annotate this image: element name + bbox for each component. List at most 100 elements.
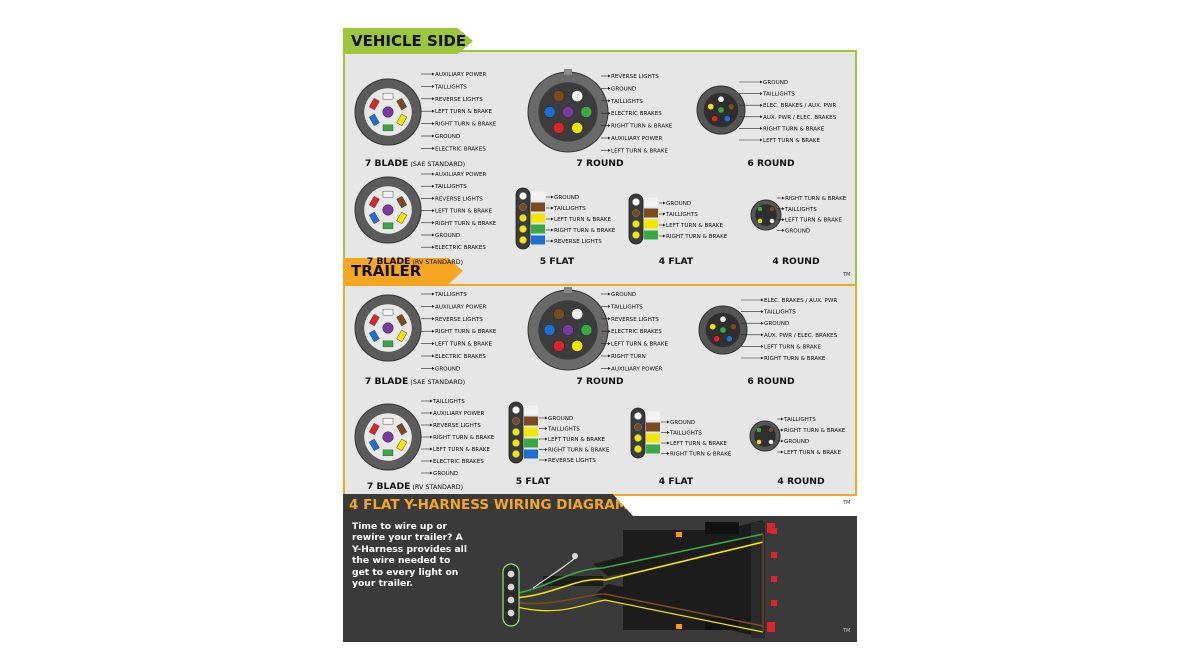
trailer-round7-pin-2	[571, 340, 584, 352]
trailer-round6-title: 6 ROUND	[747, 376, 795, 387]
vehicle-flat4-pin-1	[632, 209, 640, 217]
vehicle-round6-label-3: AUX. PWR / ELEC. BRAKES	[763, 115, 837, 121]
vehicle-round7-label-3: ELECTRIC BRAKES	[611, 111, 662, 117]
trailer-side-header: TRAILER SIDE	[343, 258, 463, 284]
vehicle-blade-rv-arrow-1	[432, 184, 435, 188]
trademark-trailer: TM	[843, 500, 851, 506]
vehicle-round6-arrow-1	[760, 92, 763, 96]
trailer-round4-title: 4 ROUND	[777, 476, 825, 487]
trailer-tongue	[543, 576, 603, 586]
trailer-blade-rv-label-1: AUXILIARY POWER	[433, 411, 485, 417]
vehicle-round4-arrow-3	[782, 228, 785, 232]
vehicle-blade-rv-label-0: AUXILIARY POWER	[435, 172, 487, 178]
vehicle-blade-sae-label-3: LEFT TURN & BRAKE	[435, 109, 492, 115]
trailer-flat4-arrow-0	[667, 420, 670, 424]
trailer-round6-arrow-5	[761, 356, 764, 360]
harness-plug-pin-0	[507, 570, 515, 578]
trailer-round7-pin-5	[552, 308, 565, 320]
vehicle-blade-sae-arrow-1	[432, 84, 435, 88]
vehicle-flat4-wire-0	[644, 197, 658, 207]
trailer-flat5-wire-0	[524, 405, 538, 415]
vehicle-blade-rv-label-6: ELECTRIC BRAKES	[435, 245, 486, 251]
vehicle-round6-label-2: ELEC. BRAKES / AUX. PWR	[763, 103, 836, 109]
trailer-blade-rv-label-3: RIGHT TURN & BRAKE	[433, 435, 495, 441]
vehicle-flat5-wire-0	[531, 191, 545, 201]
harness-wire-yellow	[512, 541, 764, 599]
trailer-round6-label-1: TAILLIGHTS	[763, 310, 796, 316]
vehicle-blade-sae-label-0: AUXILIARY POWER	[435, 72, 487, 78]
trailer-flat5-title: 5 FLAT	[516, 476, 551, 487]
trailer-blade-rv-blade-3	[382, 449, 394, 457]
trailer-round6-label-3: AUX. PWR / ELEC. BRAKES	[764, 333, 838, 339]
vehicle-round7-label-1: GROUND	[611, 86, 636, 92]
trailer-round7-center-pin	[562, 324, 574, 336]
trailer-blade-sae-blade-0	[382, 308, 394, 316]
trailer-flat5-arrow-4	[545, 458, 548, 462]
vehicle-flat4-pin-2	[632, 220, 640, 228]
vehicle-blade-rv-arrow-4	[432, 221, 435, 225]
vehicle-flat5-pin-2	[519, 214, 527, 222]
vehicle-blade-rv-blade-4	[368, 211, 380, 225]
vehicle-blade-sae-blade-1	[396, 97, 408, 111]
vehicle-round7-pin-2	[571, 122, 584, 134]
vehicle-flat4-label-2: LEFT TURN & BRAKE	[666, 223, 723, 229]
trailer-flat4-pin-0	[634, 412, 642, 420]
vehicle-round6-center-pin	[717, 106, 725, 114]
trailer-round6-arrow-2	[761, 321, 764, 325]
harness-illustration	[502, 520, 777, 638]
side-light-3	[771, 600, 777, 606]
side-light-2	[771, 576, 777, 582]
vehicle-flat4-label-1: TAILLIGHTS	[665, 212, 698, 218]
vehicle-round7-arrow-4	[608, 124, 611, 128]
trailer-flat4-body	[630, 407, 646, 459]
trailer-flat4-label-0: GROUND	[670, 420, 695, 426]
vehicle-round6-label-5: LEFT TURN & BRAKE	[763, 138, 820, 144]
trailer-round7-label-5: RIGHT TURN	[611, 354, 646, 360]
vehicle-blade-rv-blade-0	[382, 190, 394, 198]
vehicle-flat5-pin-1	[519, 203, 527, 211]
vehicle-blade-sae-center-pin	[382, 106, 394, 118]
vehicle-flat4-title: 4 FLAT	[659, 256, 694, 267]
vehicle-flat4-label-3: RIGHT TURN & BRAKE	[666, 234, 728, 240]
trailer-flat5-pin-0	[512, 406, 520, 414]
trailer-round4-pin-0	[756, 427, 762, 433]
trailer-flat5-wire-1	[524, 416, 538, 426]
trailer-flat5-arrow-0	[545, 416, 548, 420]
vehicle-round7-arrow-3	[608, 111, 611, 115]
trailer-round6-arrow-3	[761, 333, 764, 337]
vehicle-blade-sae-label-5: GROUND	[435, 134, 460, 140]
trailer-flat5-wire-3	[524, 438, 538, 448]
trailer-round4-pin-2	[756, 439, 762, 445]
vehicle-blade-rv-label-4: RIGHT TURN & BRAKE	[435, 221, 497, 227]
vehicle-blade-sae-label-6: ELECTRIC BRAKES	[435, 146, 486, 152]
trailer-round7-arrow-1	[608, 304, 611, 308]
trailer-blade-sae-blade-1	[396, 313, 408, 327]
vehicle-round4-arrow-0	[782, 196, 785, 200]
trailer-round6-arrow-0	[761, 298, 764, 302]
vehicle-round7-label-4: RIGHT TURN & BRAKE	[611, 124, 673, 130]
trailer-round7-label-4: LEFT TURN & BRAKE	[611, 342, 668, 348]
trailer-round6-center-pin	[719, 326, 727, 334]
vehicle-blade-sae-arrow-3	[432, 109, 435, 113]
trailer-blade-rv-label-4: LEFT TURN & BRAKE	[433, 447, 490, 453]
trailer-flat4-pin-1	[634, 423, 642, 431]
trailer-round6-label-4: LEFT TURN & BRAKE	[764, 344, 821, 350]
vehicle-flat4-pin-0	[632, 198, 640, 206]
vehicle-round7-title: 7 ROUND	[576, 158, 624, 169]
vehicle-round7-pin-1	[580, 106, 593, 118]
trailer-round4-arrow-1	[781, 428, 784, 432]
vehicle-flat5-wire-3	[531, 224, 545, 234]
trailer-blade-rv-label-0: TAILLIGHTS	[432, 399, 465, 405]
vehicle-flat4-label-0: GROUND	[666, 201, 691, 207]
trailer-round6-pin-2	[725, 335, 733, 343]
vehicle-blade-rv-arrow-5	[432, 233, 435, 237]
vehicle-blade-sae-label-4: RIGHT TURN & BRAKE	[435, 122, 497, 128]
trailer-round7-label-0: GROUND	[611, 292, 636, 298]
vehicle-blade-sae-label-1: TAILLIGHTS	[434, 84, 467, 90]
vehicle-flat5-label-2: LEFT TURN & BRAKE	[554, 217, 611, 223]
vehicle-round7-center-pin	[562, 106, 574, 118]
trailer-flat5-pin-3	[512, 439, 520, 447]
trailer-round7-arrow-2	[608, 317, 611, 321]
trailer-round4-pin-3	[768, 439, 774, 445]
vehicle-blade-rv-label-1: TAILLIGHTS	[434, 184, 467, 190]
